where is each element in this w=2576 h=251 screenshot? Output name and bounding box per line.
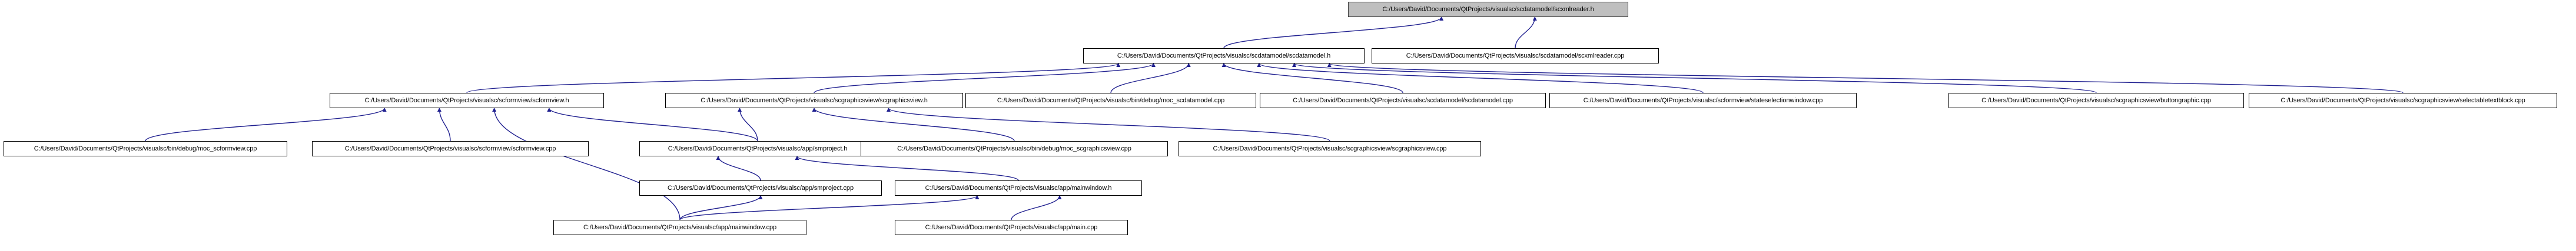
graph-node[interactable]: C:/Users/David/Documents/QtProjects/visu… <box>1549 93 1857 108</box>
graph-node-label: C:/Users/David/Documents/QtProjects/visu… <box>1293 97 1513 104</box>
graph-node[interactable]: C:/Users/David/Documents/QtProjects/visu… <box>861 141 1168 156</box>
graph-node[interactable]: C:/Users/David/Documents/QtProjects/visu… <box>639 180 882 196</box>
graph-edge <box>1292 63 2097 93</box>
graph-edge <box>887 108 1330 142</box>
graph-edge <box>1327 63 2404 93</box>
graph-edge <box>1011 195 1062 220</box>
graph-node-label: C:/Users/David/Documents/QtProjects/visu… <box>2280 97 2525 104</box>
graph-node-label: C:/Users/David/Documents/QtProjects/visu… <box>1583 97 1823 104</box>
graph-node[interactable]: C:/Users/David/Documents/QtProjects/visu… <box>1372 48 1659 63</box>
graph-edge <box>1110 63 1191 93</box>
graph-node-label: C:/Users/David/Documents/QtProjects/visu… <box>997 97 1225 104</box>
graph-node-label: C:/Users/David/Documents/QtProjects/visu… <box>925 224 1098 231</box>
graph-node-label: C:/Users/David/Documents/QtProjects/visu… <box>1213 145 1447 152</box>
graph-node[interactable]: C:/Users/David/Documents/QtProjects/visu… <box>4 141 287 156</box>
graph-node-label: C:/Users/David/Documents/QtProjects/visu… <box>701 97 928 104</box>
graph-edge <box>679 195 763 220</box>
graph-node[interactable]: C:/Users/David/Documents/QtProjects/visu… <box>895 220 1128 235</box>
graph-edge <box>466 63 1120 93</box>
graph-node-root[interactable]: C:/Users/David/Documents/QtProjects/visu… <box>1348 2 1628 17</box>
graph-edge <box>1515 16 1537 49</box>
graph-node[interactable]: C:/Users/David/Documents/QtProjects/visu… <box>895 180 1142 196</box>
graph-node[interactable]: C:/Users/David/Documents/QtProjects/visu… <box>965 93 1256 108</box>
graph-edge <box>795 156 1019 181</box>
graph-node-label: C:/Users/David/Documents/QtProjects/visu… <box>668 185 854 192</box>
graph-edge <box>1257 63 1704 93</box>
graph-edge <box>547 108 758 142</box>
graph-node[interactable]: C:/Users/David/Documents/QtProjects/visu… <box>665 93 963 108</box>
graph-node-label: C:/Users/David/Documents/QtProjects/visu… <box>1117 52 1331 59</box>
graph-edge <box>437 108 451 142</box>
graph-node-label: C:/Users/David/Documents/QtProjects/visu… <box>925 185 1112 192</box>
graph-node-label: C:/Users/David/Documents/QtProjects/visu… <box>583 224 777 231</box>
graph-node[interactable]: C:/Users/David/Documents/QtProjects/visu… <box>553 220 806 235</box>
graph-edge <box>679 195 980 220</box>
graph-edge <box>812 108 1015 142</box>
graph-node[interactable]: C:/Users/David/Documents/QtProjects/visu… <box>1083 48 1365 63</box>
graph-node-label: C:/Users/David/Documents/QtProjects/visu… <box>1981 97 2211 104</box>
graph-edge <box>1223 16 1444 49</box>
graph-node-label: C:/Users/David/Documents/QtProjects/visu… <box>897 145 1131 152</box>
graph-node[interactable]: C:/Users/David/Documents/QtProjects/visu… <box>1948 93 2244 108</box>
graph-node[interactable]: C:/Users/David/Documents/QtProjects/visu… <box>312 141 589 156</box>
graph-node-label: C:/Users/David/Documents/QtProjects/visu… <box>34 145 257 152</box>
graph-node[interactable]: C:/Users/David/Documents/QtProjects/visu… <box>1179 141 1481 156</box>
graph-node[interactable]: C:/Users/David/Documents/QtProjects/visu… <box>2249 93 2557 108</box>
graph-node-label: C:/Users/David/Documents/QtProjects/visu… <box>668 145 848 152</box>
graph-node[interactable]: C:/Users/David/Documents/QtProjects/visu… <box>330 93 604 108</box>
graph-edge <box>492 108 680 220</box>
graph-edge <box>814 63 1156 93</box>
graph-node-label: C:/Users/David/Documents/QtProjects/visu… <box>1382 6 1594 13</box>
graph-node[interactable]: C:/Users/David/Documents/QtProjects/visu… <box>639 141 876 156</box>
graph-node-label: C:/Users/David/Documents/QtProjects/visu… <box>364 97 569 104</box>
graph-edge <box>716 156 761 181</box>
graph-edge <box>738 108 758 142</box>
graph-node[interactable]: C:/Users/David/Documents/QtProjects/visu… <box>1260 93 1546 108</box>
graph-edge <box>1221 63 1403 93</box>
graph-node-label: C:/Users/David/Documents/QtProjects/visu… <box>1406 52 1625 59</box>
graph-node-label: C:/Users/David/Documents/QtProjects/visu… <box>344 145 556 152</box>
graph-edge <box>145 108 387 142</box>
